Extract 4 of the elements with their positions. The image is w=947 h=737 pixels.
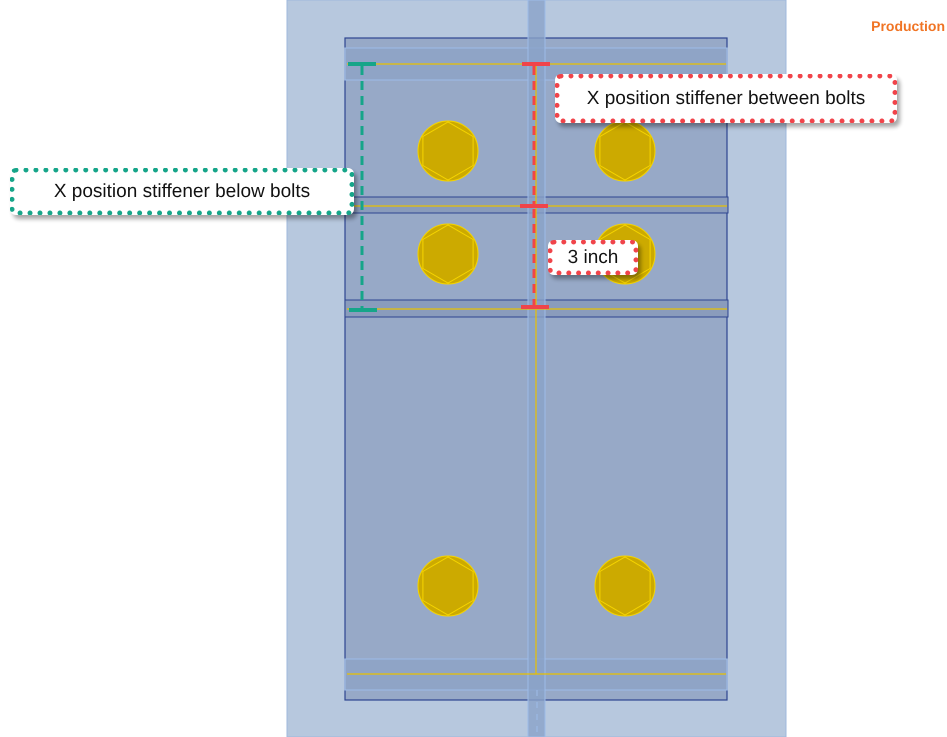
mode-label: Production: [871, 18, 945, 34]
callout-label: X position stiffener below bolts: [10, 168, 354, 215]
callout-label: X position stiffener between bolts: [555, 74, 897, 123]
callout-label: 3 inch: [548, 240, 638, 275]
